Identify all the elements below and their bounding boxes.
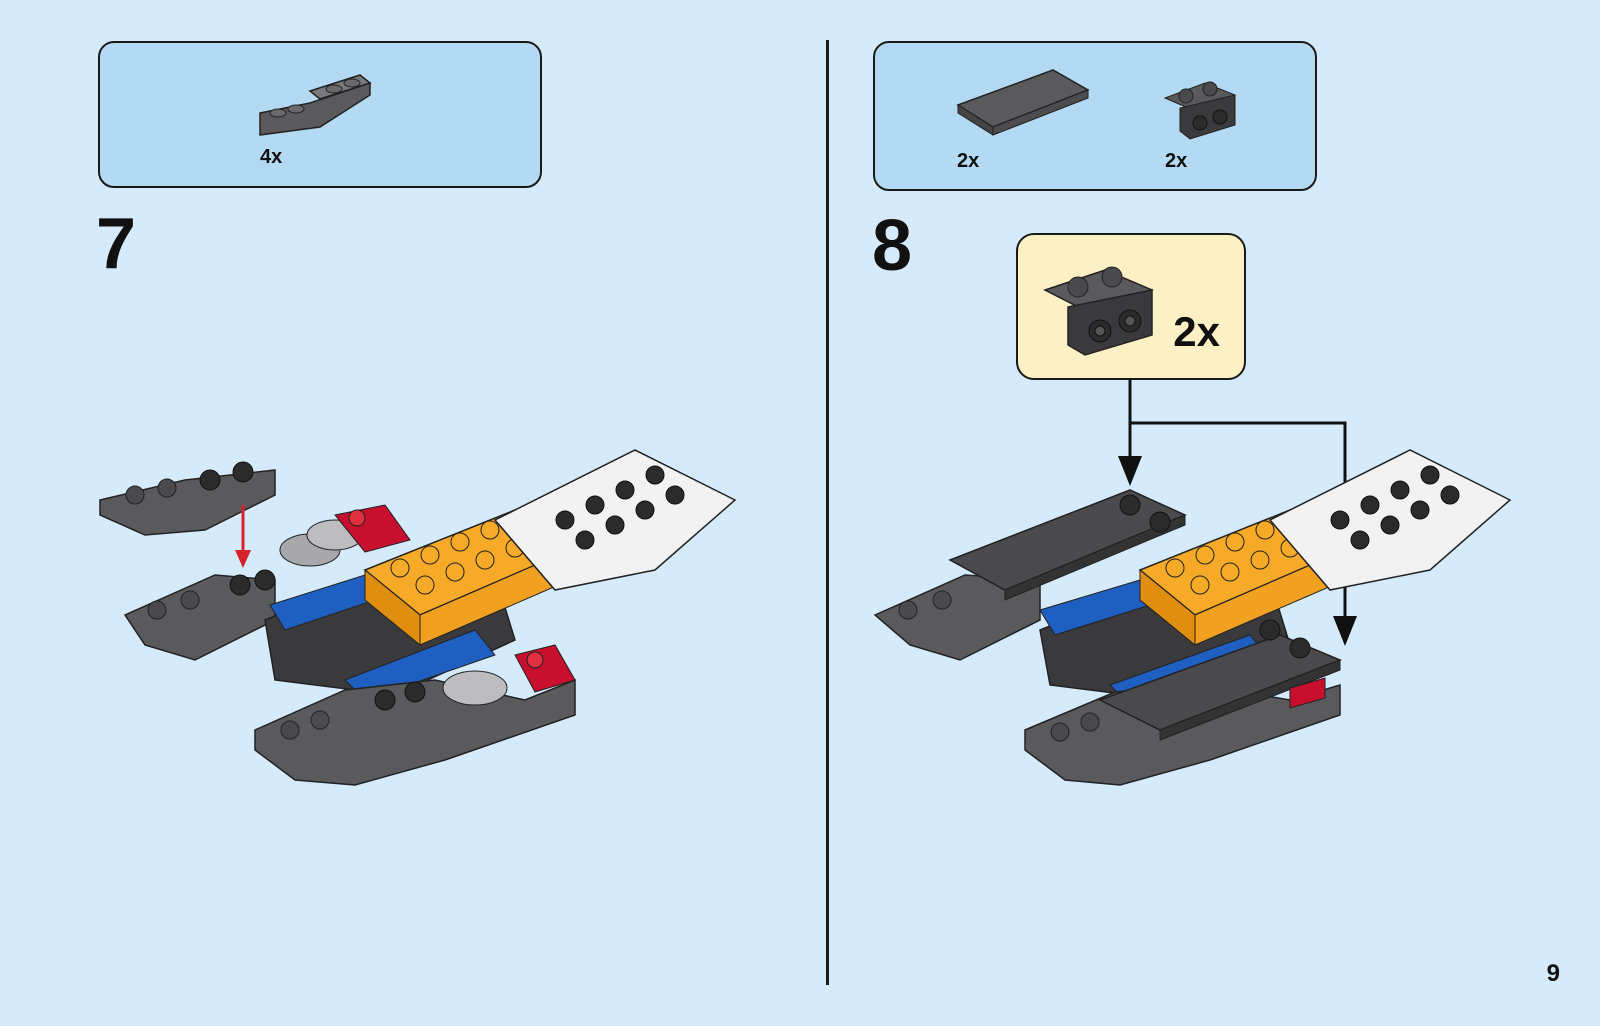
page-divider xyxy=(826,40,829,985)
step-number-7: 7 xyxy=(96,208,136,280)
curved-slope-part-image xyxy=(250,65,380,145)
part-quantity: 4x xyxy=(260,146,282,169)
bracket-part-image xyxy=(1160,73,1240,148)
part-quantity: 2x xyxy=(1165,150,1187,173)
step7-model-illustration xyxy=(95,430,755,810)
tile-part-image xyxy=(953,65,1093,145)
page-number: 9 xyxy=(1547,960,1560,988)
step7-parts-list: 4x xyxy=(98,41,542,188)
floating-curved-slope xyxy=(100,462,275,535)
sub-assembly-callout: 2x xyxy=(1016,233,1246,380)
step8-parts-list: 2x 2x xyxy=(873,41,1317,191)
step-number-8: 8 xyxy=(872,210,912,282)
step8-model-illustration xyxy=(870,430,1530,810)
bracket-callout-image xyxy=(1040,255,1160,365)
callout-quantity: 2x xyxy=(1173,308,1220,356)
part-quantity: 2x xyxy=(957,150,979,173)
